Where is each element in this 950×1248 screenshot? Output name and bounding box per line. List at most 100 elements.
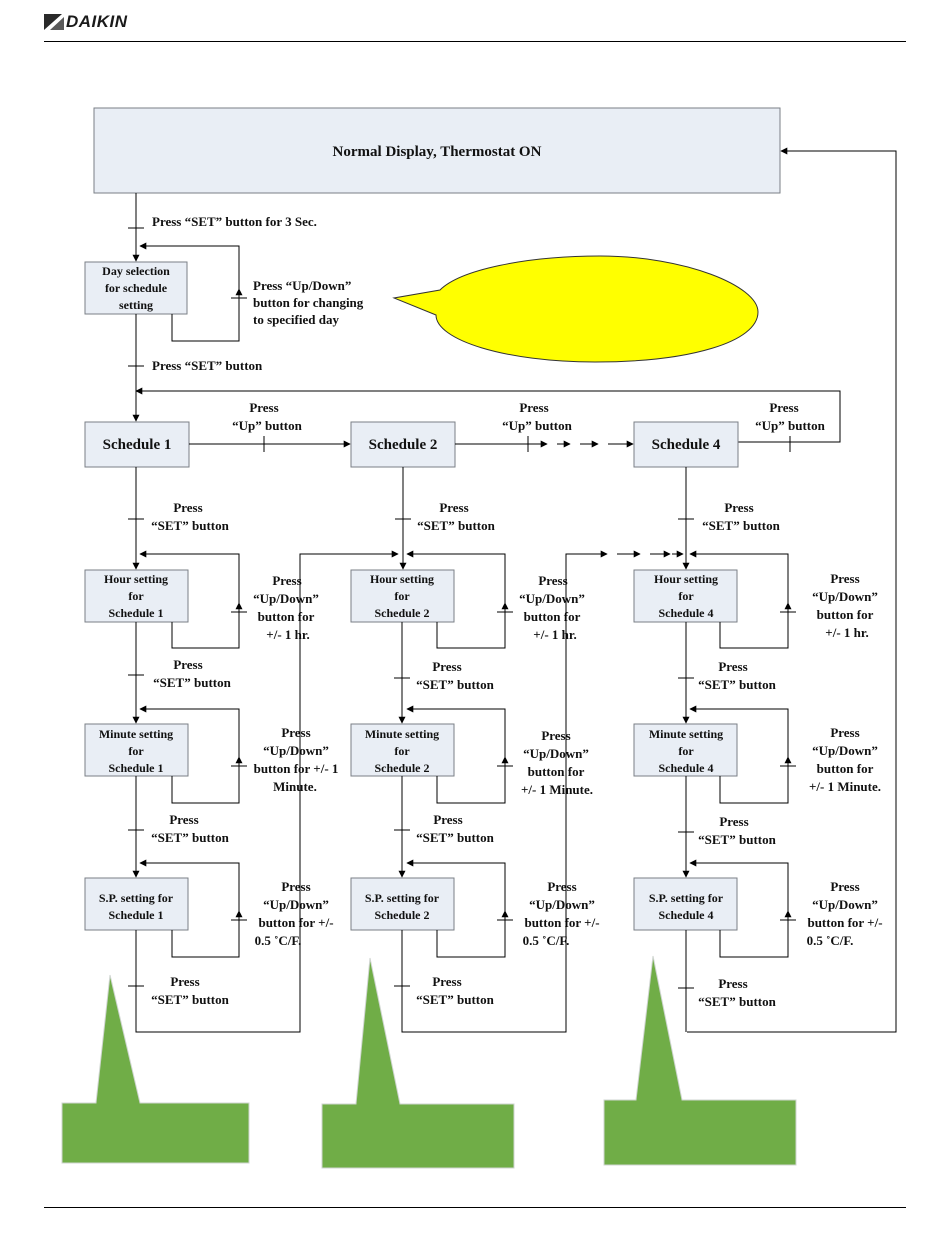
green-callout-3 — [603, 955, 797, 1166]
minute-s1-loop — [139, 705, 240, 804]
hour-setting-s4-box — [633, 569, 738, 623]
s1-set-4: “SET” button — [151, 992, 229, 1007]
updown-day-line-2: button for changing — [253, 295, 364, 310]
min-note-s2-2: “Up/Down” — [523, 746, 589, 761]
sp-note-s1-2: “Up/Down” — [263, 897, 329, 912]
hour-note-s1-4: +/- 1 hr. — [266, 627, 309, 642]
min-note-s1-1: Press — [281, 725, 310, 740]
updown-day-line-1: Press “Up/Down” — [253, 278, 351, 293]
hour-s4-l3: Schedule 4 — [658, 606, 713, 620]
hour-note-s1-3: button for — [258, 609, 315, 624]
schedule-2-title: Schedule 2 — [369, 437, 438, 453]
hour-note-s4-2: “Up/Down” — [812, 589, 878, 604]
schedule-4-box — [633, 421, 739, 468]
sp-note-s4-4: 0.5 ˚C/F. — [807, 933, 854, 948]
s2-press-2: Press — [432, 659, 461, 674]
min-note-s4-1: Press — [830, 725, 859, 740]
s4-set-1: “SET” button — [702, 518, 780, 533]
sp-s2-l2: Schedule 2 — [374, 908, 429, 922]
hour-note-s2-2: “Up/Down” — [519, 591, 585, 606]
day-selection-line-2: for schedule — [105, 281, 168, 295]
hour-s1-l2: for — [128, 589, 144, 603]
hour-note-s1-1: Press — [272, 573, 301, 588]
hour-s4-l1: Hour setting — [654, 572, 718, 586]
schedule-2-box — [350, 421, 456, 468]
hour-s1-l1: Hour setting — [104, 572, 168, 586]
footer-divider — [44, 1207, 906, 1208]
s1-press-2: Press — [173, 657, 202, 672]
normal-display-box — [93, 107, 781, 194]
press-set-label: Press “SET” button — [152, 358, 263, 373]
sp-s1-l1: S.P. setting for — [99, 891, 174, 905]
normal-display-label: Normal Display, Thermostat ON — [333, 144, 542, 160]
s2-press-1: Press — [439, 500, 468, 515]
schedule-4-title: Schedule 4 — [652, 437, 721, 453]
brand-name: DAIKIN — [66, 12, 128, 31]
hour-note-s2-1: Press — [538, 573, 567, 588]
sp-s1-l2: Schedule 1 — [108, 908, 163, 922]
s1-set-1: “SET” button — [151, 518, 229, 533]
day-selection-line-3: setting — [119, 298, 153, 312]
day-loop-arrow — [139, 242, 240, 342]
sp-note-s4-3: button for +/- — [807, 915, 882, 930]
header-divider — [44, 41, 906, 42]
hour-s2-l3: Schedule 2 — [374, 606, 429, 620]
min-note-s4-4: +/- 1 Minute. — [809, 779, 881, 794]
min-s4-l2: for — [678, 744, 694, 758]
sp-note-s2-4: 0.5 ˚C/F. — [523, 933, 570, 948]
sp-note-s1-3: button for +/- — [258, 915, 333, 930]
s4-set-3: “SET” button — [698, 832, 776, 847]
min-s2-l1: Minute setting — [365, 727, 439, 741]
hour-s2-l2: for — [394, 589, 410, 603]
up-press-4: Press — [769, 400, 798, 415]
s2-press-3: Press — [433, 812, 462, 827]
sp-note-s2-1: Press — [547, 879, 576, 894]
sp-s4-l1: S.P. setting for — [649, 891, 724, 905]
s1-press-1: Press — [173, 500, 202, 515]
schedule-1-box — [84, 421, 190, 468]
s4-press-3: Press — [719, 814, 748, 829]
green-callout-1 — [61, 974, 250, 1164]
s4-set-2: “SET” button — [698, 677, 776, 692]
up-button-2: “Up” button — [502, 418, 572, 433]
s4-press-2: Press — [718, 659, 747, 674]
s2-set-2: “SET” button — [416, 677, 494, 692]
schedule-1-title: Schedule 1 — [103, 437, 172, 453]
hour-s4-l2: for — [678, 589, 694, 603]
sp-s2-l1: S.P. setting for — [365, 891, 440, 905]
hour-note-s1-2: “Up/Down” — [253, 591, 319, 606]
min-note-s4-3: button for — [817, 761, 874, 776]
yellow-callout-bubble — [392, 255, 759, 363]
minute-setting-s2-box — [350, 723, 455, 777]
up-press-1: Press — [249, 400, 278, 415]
hour-note-s2-4: +/- 1 hr. — [533, 627, 576, 642]
daikin-logo-icon — [44, 14, 64, 30]
s2-set-4: “SET” button — [416, 992, 494, 1007]
daikin-logo: DAIKIN — [44, 12, 128, 32]
hour-note-s4-4: +/- 1 hr. — [825, 625, 868, 640]
day-selection-line-1: Day selection — [102, 264, 170, 278]
s1-press-4: Press — [170, 974, 199, 989]
s1-set-3: “SET” button — [151, 830, 229, 845]
s1-set-2: “SET” button — [153, 675, 231, 690]
sp-note-s2-3: button for +/- — [524, 915, 599, 930]
hour-s1-loop — [139, 550, 240, 649]
s2-set-1: “SET” button — [417, 518, 495, 533]
min-note-s1-2: “Up/Down” — [263, 743, 329, 758]
hour-note-s4-1: Press — [830, 571, 859, 586]
hour-note-s4-3: button for — [817, 607, 874, 622]
hour-setting-s2-box — [350, 569, 455, 623]
s4-press-4: Press — [718, 976, 747, 991]
up-press-2: Press — [519, 400, 548, 415]
sp-note-s2-2: “Up/Down” — [529, 897, 595, 912]
min-s2-l3: Schedule 2 — [374, 761, 429, 775]
return-to-normal-arrow — [687, 147, 897, 1033]
min-s1-l2: for — [128, 744, 144, 758]
schedule-loop-back-arrow — [135, 387, 841, 443]
sp-s4-l2: Schedule 4 — [658, 908, 713, 922]
min-s1-l3: Schedule 1 — [108, 761, 163, 775]
min-note-s2-4: +/- 1 Minute. — [521, 782, 593, 797]
min-s4-l1: Minute setting — [649, 727, 723, 741]
hour-setting-s1-box — [84, 569, 189, 623]
sp-note-s1-4: 0.5 ˚C/F. — [255, 933, 302, 948]
